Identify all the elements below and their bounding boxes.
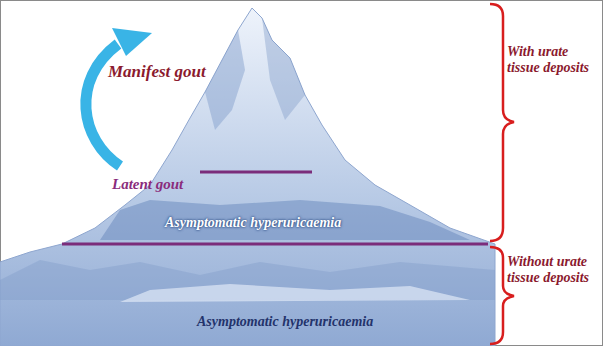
stage-label: Manifest gout (108, 62, 206, 82)
level-line (62, 243, 488, 246)
stage-label: Latent gout (112, 176, 183, 193)
level-label-box: Asymptomatic hyperuricaemia (197, 314, 373, 330)
level-label: Asymptomatic hyperuricaemia (197, 314, 373, 330)
bracket-label: With urate tissue deposits (507, 44, 601, 76)
bracket-label: Without urate tissue deposits (507, 254, 601, 286)
level-label-box: Asymptomatic hyperuricaemia (165, 215, 341, 231)
bracket-label-box: With urate tissue deposits (507, 44, 601, 76)
ice-shadow (100, 200, 470, 240)
brace (490, 4, 514, 241)
arrow-head (112, 28, 152, 56)
stage-label-box: Latent gout (112, 176, 183, 193)
level-line (200, 171, 312, 174)
bracket-label-box: Without urate tissue deposits (507, 254, 601, 286)
stage-label-box: Manifest gout (108, 62, 206, 82)
ice-shadow (205, 30, 245, 130)
level-label: Asymptomatic hyperuricaemia (165, 215, 341, 231)
iceberg-body (0, 8, 495, 346)
ice-highlight (120, 284, 470, 302)
ice-shadow (262, 18, 305, 120)
